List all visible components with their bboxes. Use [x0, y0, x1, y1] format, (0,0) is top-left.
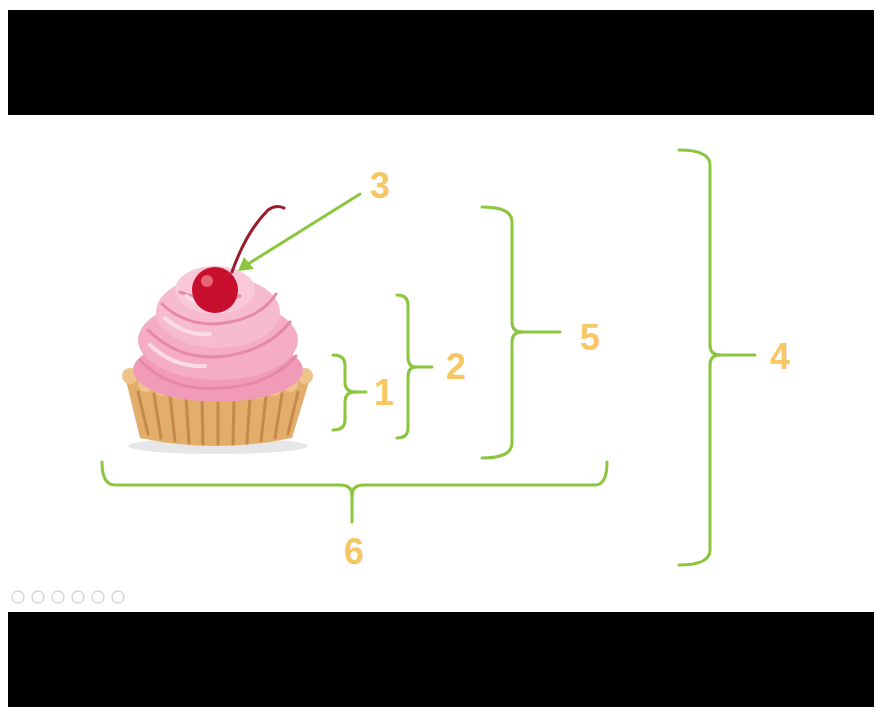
callout-number: 5 [580, 320, 600, 356]
callout-number: 6 [344, 534, 364, 570]
letterbox-bar [8, 10, 874, 115]
callout-number: 3 [370, 168, 390, 204]
bracket [102, 150, 755, 565]
letterbox-bar [8, 612, 874, 707]
callout-number: 1 [374, 375, 394, 411]
cupcake [122, 206, 313, 454]
leader-arrow [238, 194, 360, 271]
callout-number: 4 [770, 339, 790, 375]
player-controls [12, 591, 124, 603]
callout-number: 2 [446, 349, 466, 385]
